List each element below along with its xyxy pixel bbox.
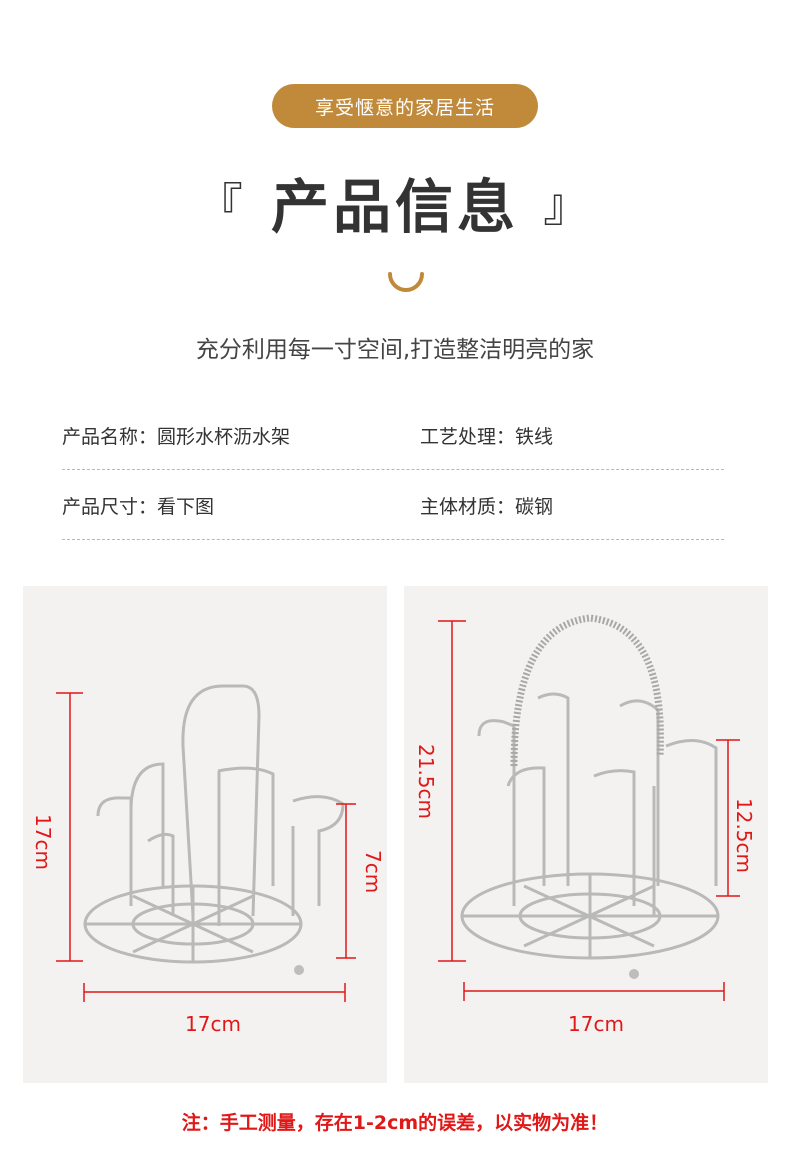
height-label: 21.5cm: [414, 744, 438, 820]
rack-drawing-left: [83, 684, 345, 975]
process: 工艺处理：铁线: [420, 426, 554, 448]
cup-height-label: 7cm: [361, 850, 385, 894]
slogan-badge: 享受惬意的家居生活: [272, 84, 538, 128]
product-photo-right: 21.5cm 12.5cm 17cm: [404, 586, 768, 1083]
cup-height-label: 12.5cm: [732, 798, 756, 874]
title-left-bracket: 『: [196, 178, 247, 232]
product-size: 产品尺寸：看下图: [62, 496, 215, 518]
subtitle: 充分利用每一寸空间,打造整洁明亮的家: [195, 337, 595, 363]
title-text: 产品信息: [270, 173, 519, 241]
width-label: 17cm: [568, 1012, 624, 1036]
smile-arc-icon: [388, 272, 424, 292]
dimension-lines-right: [438, 620, 740, 1001]
page-title: 『 产品信息 』: [0, 160, 790, 244]
title-right-bracket: 』: [543, 178, 594, 232]
height-label: 17cm: [31, 814, 55, 870]
info-row: 产品名称：圆形水杯沥水架 工艺处理：铁线: [62, 404, 724, 470]
rack-drawing-right: [460, 614, 720, 979]
product-name: 产品名称：圆形水杯沥水架: [62, 426, 291, 448]
width-label: 17cm: [185, 1012, 241, 1036]
product-photo-left: 17cm 7cm 17cm: [23, 586, 387, 1083]
info-row: 产品尺寸：看下图 主体材质：碳钢: [62, 474, 724, 540]
measurement-note: 注：手工测量，存在1-2cm的误差，以实物为准！: [181, 1112, 609, 1134]
material: 主体材质：碳钢: [420, 496, 554, 518]
dimension-lines-left: [56, 692, 356, 1002]
